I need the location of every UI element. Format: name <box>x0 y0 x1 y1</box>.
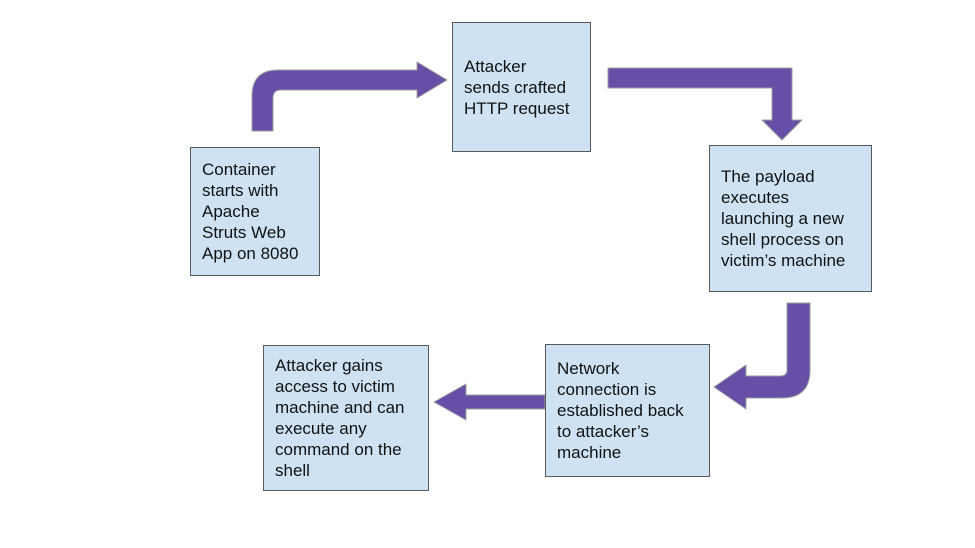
node-network-connection-text: Network connection is established back t… <box>557 359 684 462</box>
node-attacker-request-text: Attacker sends crafted HTTP request <box>464 56 570 118</box>
arrow-payload-to-network <box>713 302 811 410</box>
node-payload-executes-text: The payload executes launching a new she… <box>721 167 846 270</box>
node-container-start-text: Container starts with Apache Struts Web … <box>202 160 299 263</box>
node-payload-executes: The payload executes launching a new she… <box>709 145 872 292</box>
node-container-start: Container starts with Apache Struts Web … <box>190 147 320 276</box>
arrow-attacker-to-payload <box>607 67 803 141</box>
arrow-container-to-attacker <box>251 61 448 132</box>
node-network-connection: Network connection is established back t… <box>545 344 710 477</box>
node-attacker-access: Attacker gains access to victim machine … <box>263 345 429 491</box>
node-attacker-access-text: Attacker gains access to victim machine … <box>275 356 405 480</box>
node-attacker-request: Attacker sends crafted HTTP request <box>452 22 591 152</box>
arrow-network-to-access <box>433 383 546 421</box>
